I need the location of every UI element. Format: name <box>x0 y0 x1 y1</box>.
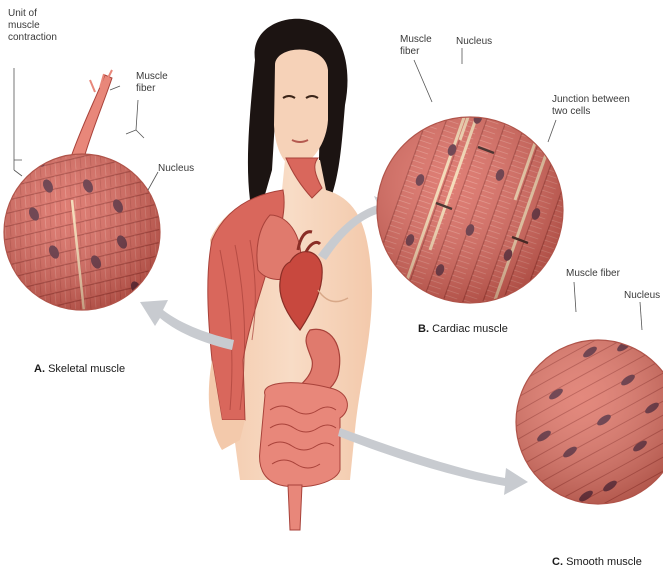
smooth-nucleus-label: Nucleus <box>624 290 660 302</box>
cardiac-caption: B. Cardiac muscle <box>418 323 508 335</box>
cardiac-letter: B. <box>418 323 429 335</box>
intestines <box>260 383 348 530</box>
skeletal-caption: A. Skeletal muscle <box>34 363 125 375</box>
skeletal-caption-text: Skeletal muscle <box>48 363 125 375</box>
smooth-caption: C. Smooth muscle <box>552 556 642 568</box>
cardiac-junction-label: Junction between two cells <box>552 94 630 118</box>
skeletal-letter: A. <box>34 363 45 375</box>
skeletal-unit-label: Unit of muscle contraction <box>8 8 57 44</box>
smooth-fiber-label: Muscle fiber <box>566 268 620 280</box>
smooth-caption-text: Smooth muscle <box>566 556 642 568</box>
cardiac-nucleus-label: Nucleus <box>456 36 492 48</box>
skeletal-nucleus <box>105 142 119 158</box>
skeletal-nucleus <box>63 314 77 330</box>
smooth-letter: C. <box>552 556 563 568</box>
arrow-to-smooth <box>338 428 528 495</box>
skeletal-muscle-panel <box>0 70 170 330</box>
skeletal-nucleus-label: Nucleus <box>158 163 194 175</box>
cardiac-fiber-label: Muscle fiber <box>400 34 432 58</box>
cardiac-caption-text: Cardiac muscle <box>432 323 508 335</box>
human-figure <box>208 19 372 530</box>
skeletal-fiber-label: Muscle fiber <box>136 71 168 95</box>
